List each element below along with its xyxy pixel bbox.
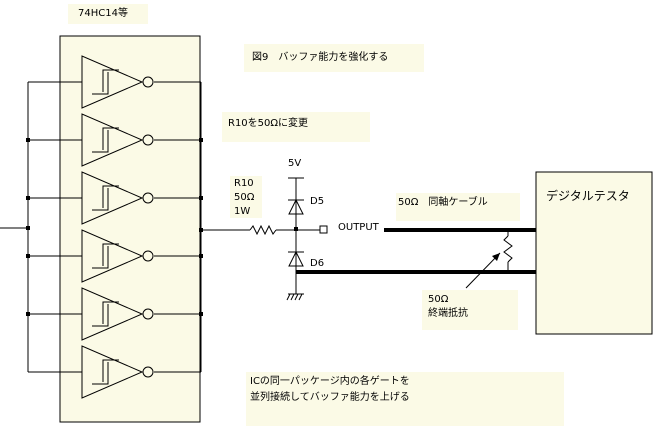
resistor-r10 — [249, 224, 277, 236]
figure-title: 図9 バッファ能力を強化する — [252, 52, 389, 63]
cable-label-bg — [396, 193, 520, 221]
resistor-label-bg — [230, 176, 262, 218]
resistor-power: 1W — [234, 206, 251, 217]
r10-change-note: R10を50Ωに変更 — [228, 118, 309, 129]
termination-value: 50Ω — [428, 294, 449, 305]
title-bg — [244, 44, 424, 72]
resistor-name: R10 — [234, 178, 254, 189]
termination-arrow — [465, 252, 501, 289]
resistor-value: 50Ω — [234, 192, 255, 203]
note-line-1: ICの同一パッケージ内の各ゲートを — [250, 376, 410, 387]
r10-note-bg — [222, 112, 370, 142]
tester-label: デジタルテスタ — [546, 189, 630, 203]
note-line-2: 並列接続してバッファ能力を上げる — [250, 392, 410, 403]
termination-label-bg — [422, 290, 518, 330]
cable-label: 50Ω 同軸ケーブル — [398, 197, 488, 208]
diode-d5-label: D5 — [310, 196, 325, 207]
note-bg — [246, 372, 564, 426]
output-label: OUTPUT — [338, 222, 379, 233]
termination-resistor — [503, 235, 513, 263]
ic-package — [59, 35, 201, 423]
diode-d6-label: D6 — [310, 258, 325, 269]
ic-label: 74HC14等 — [78, 8, 128, 19]
termination-name: 終端抵抗 — [428, 308, 468, 319]
diode-d6 — [288, 250, 304, 267]
output-terminal — [319, 225, 328, 234]
digital-tester — [535, 171, 653, 335]
ic-label-bg — [68, 4, 148, 24]
diode-d5 — [288, 198, 304, 215]
ground-symbol — [286, 293, 304, 301]
supply-label: 5V — [288, 158, 302, 169]
inverter-gates — [28, 55, 201, 399]
